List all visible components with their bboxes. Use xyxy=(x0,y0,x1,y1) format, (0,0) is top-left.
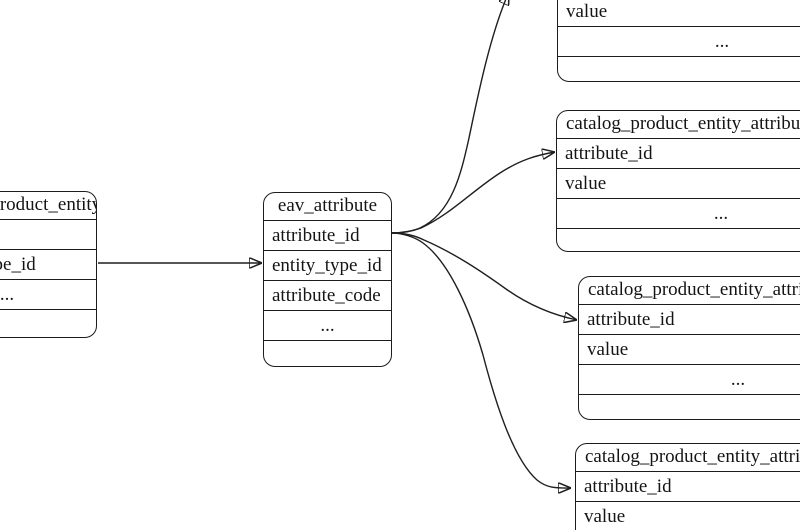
table-title: catalog_product_entity_attribute xyxy=(566,113,800,134)
edge-eav-to-value-table-3 xyxy=(391,232,577,320)
field-row-attribute-id: attribute_id xyxy=(264,220,391,250)
field-row-entity-type-id: entity_type_id xyxy=(264,250,391,280)
field-row-entity-id: entity_id xyxy=(0,219,96,249)
table-value-1: catalog_product_entity_attribute attribu… xyxy=(557,0,800,82)
field-row-value: value xyxy=(579,334,800,364)
table-value-3: catalog_product_entity_attribute attribu… xyxy=(578,276,800,420)
table-catalog-product-entity: catalog_product_entity entity_id entity_… xyxy=(0,191,97,338)
table-title: catalog_product_entity_attribute xyxy=(588,279,800,300)
field-row-value: value xyxy=(558,0,800,26)
empty-row xyxy=(264,340,391,366)
ellipsis-row: ... xyxy=(264,310,391,340)
table-eav-attribute: eav_attribute attribute_id entity_type_i… xyxy=(263,192,392,367)
edge-eav-to-value-table-1 xyxy=(391,0,509,234)
empty-row xyxy=(579,394,800,419)
edge-eav-to-value-table-2 xyxy=(391,152,555,234)
ellipsis-row: ... xyxy=(0,279,96,309)
empty-row xyxy=(0,309,96,337)
ellipsis-row: ... xyxy=(579,364,800,394)
field-row-entity-type-id: entity_type_id xyxy=(0,249,96,279)
table-title: catalog_product_entity xyxy=(0,194,97,215)
field-row-attribute-id: attribute_id xyxy=(576,471,800,501)
table-title: catalog_product_entity_attribute xyxy=(585,446,800,467)
field-row-attribute-id: attribute_id xyxy=(579,304,800,334)
edge-eav-to-value-table-4 xyxy=(391,232,571,488)
field-row-value: value xyxy=(557,168,800,198)
empty-row xyxy=(558,56,800,81)
field-row-attribute-code: attribute_code xyxy=(264,280,391,310)
table-value-2: catalog_product_entity_attribute attribu… xyxy=(556,110,800,252)
ellipsis-row: ... xyxy=(557,198,800,228)
ellipsis-row: ... xyxy=(558,26,800,56)
table-value-4: catalog_product_entity_attribute attribu… xyxy=(575,443,800,530)
field-row-value: value xyxy=(576,501,800,530)
empty-row xyxy=(557,228,800,251)
table-title: eav_attribute xyxy=(277,195,378,216)
field-row-attribute-id: attribute_id xyxy=(557,138,800,168)
